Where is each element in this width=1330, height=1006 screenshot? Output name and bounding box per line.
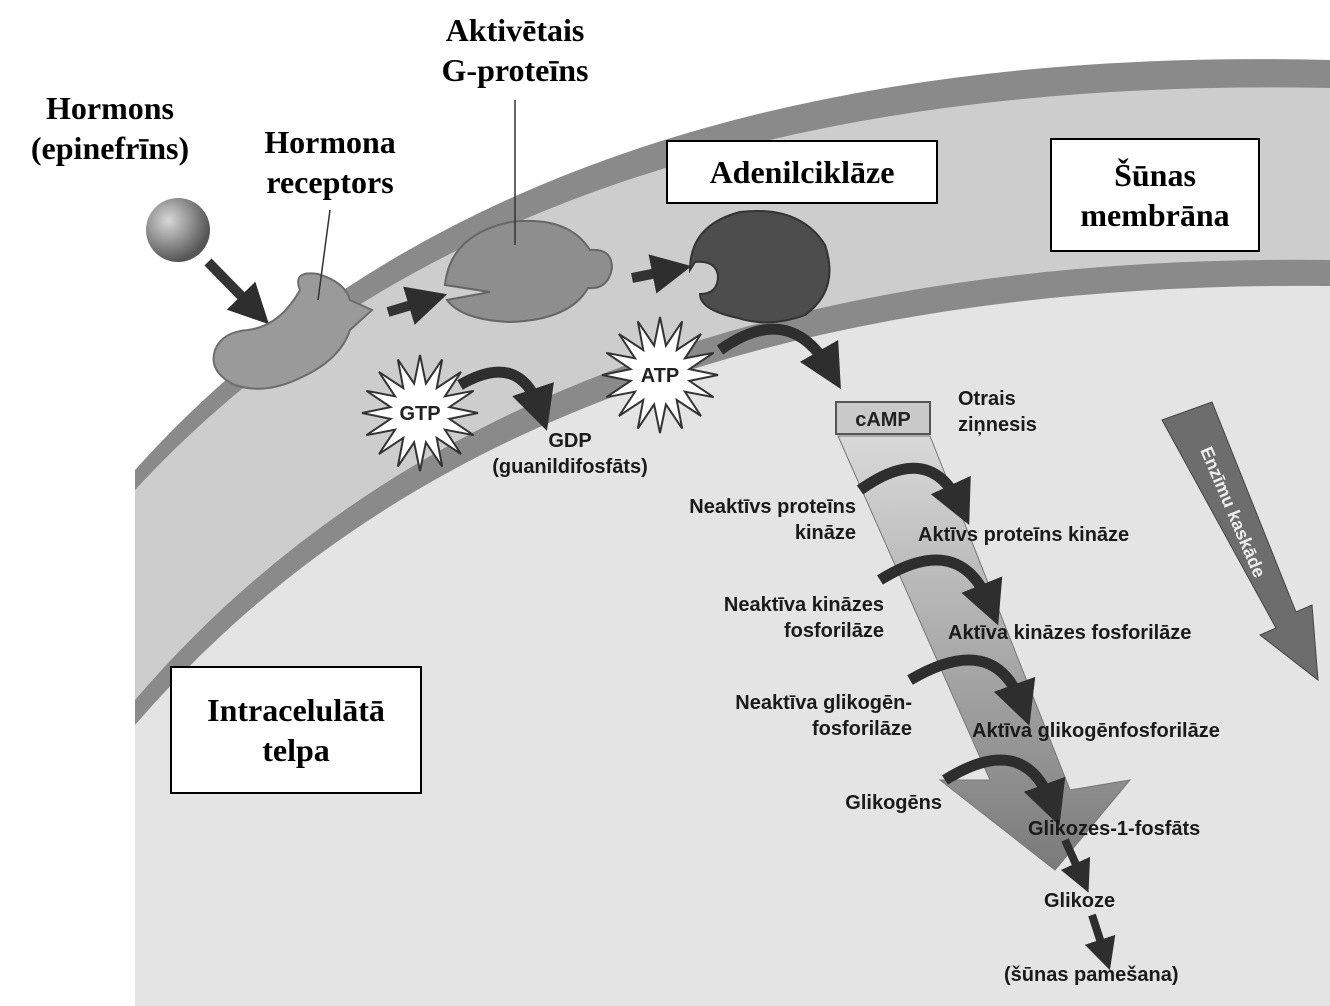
- inactive-gp-line2: fosforilāze: [640, 716, 912, 742]
- inactive-glycogen-phosphorylase-label: Neaktīva glikogēn- fosforilāze: [640, 690, 912, 742]
- atp-label: ATP: [641, 365, 680, 387]
- receptor-title-line1: Hormona: [240, 122, 420, 162]
- adenylcyclase-label: Adenilciklāze: [710, 152, 895, 192]
- active-glycogen-phosphorylase-label: Aktīva glikogēnfosforilāze: [972, 718, 1302, 744]
- intracellular-label-line1: Intracelulātā: [207, 690, 385, 730]
- membrane-box: Šūnas membrāna: [1050, 138, 1260, 252]
- second-messenger-line1: Otrais: [958, 386, 1078, 412]
- hormone-to-receptor-arrow: [208, 262, 255, 310]
- gtp-label: GTP: [399, 403, 440, 425]
- active-protein-kinase-label: Aktīvs proteīns kināze: [918, 522, 1218, 548]
- cell-release-label: (šūnas pamešana): [1004, 962, 1244, 988]
- inactive-gp-line1: Neaktīva glikogēn-: [640, 690, 912, 716]
- receptor-title-line2: receptors: [240, 162, 420, 202]
- hormone-molecule: [146, 198, 210, 262]
- receptor-title: Hormona receptors: [240, 122, 420, 202]
- intracellular-box: Intracelulātā telpa: [170, 666, 422, 794]
- glucose-1-phosphate-label: Glikozes-1-fosfāts: [1028, 816, 1268, 842]
- inactive-protein-kinase-label: Neaktīvs proteīns kināze: [600, 494, 856, 546]
- hormone-title: Hormons (epinefrīns): [10, 88, 210, 168]
- gprotein-title-line2: G-proteīns: [410, 50, 620, 90]
- gdp-label-line1: GDP: [460, 428, 680, 454]
- inactive-pk2-line2: fosforilāze: [620, 618, 884, 644]
- inactive-pk-line2: kināze: [600, 520, 856, 546]
- glucose-label: Glikoze: [1044, 888, 1164, 914]
- hormone-title-line2: (epinefrīns): [10, 128, 210, 168]
- membrane-label-line1: Šūnas: [1114, 155, 1196, 195]
- membrane-label-line2: membrāna: [1080, 195, 1229, 235]
- gdp-label-line2: (guanildifosfāts): [460, 454, 680, 480]
- active-phosphorylase-kinase-label: Aktīva kināzes fosforilāze: [948, 620, 1268, 646]
- inactive-pk2-line1: Neaktīva kināzes: [620, 592, 884, 618]
- gdp-label: GDP (guanildifosfāts): [460, 428, 680, 480]
- camp-label: cAMP: [855, 409, 911, 431]
- gprotein-title: Aktivētais G-proteīns: [410, 10, 620, 90]
- inactive-phosphorylase-kinase-label: Neaktīva kināzes fosforilāze: [620, 592, 884, 644]
- second-messenger-line2: ziņnesis: [958, 412, 1078, 438]
- adenylcyclase-box: Adenilciklāze: [666, 140, 938, 204]
- glycogen-label: Glikogēns: [780, 790, 942, 816]
- atp-burst: ATP: [602, 317, 718, 433]
- inactive-pk-line1: Neaktīvs proteīns: [600, 494, 856, 520]
- second-messenger-label: Otrais ziņnesis: [958, 386, 1078, 438]
- hormone-title-line1: Hormons: [10, 88, 210, 128]
- gprotein-title-line1: Aktivētais: [410, 10, 620, 50]
- intracellular-label-line2: telpa: [262, 730, 330, 770]
